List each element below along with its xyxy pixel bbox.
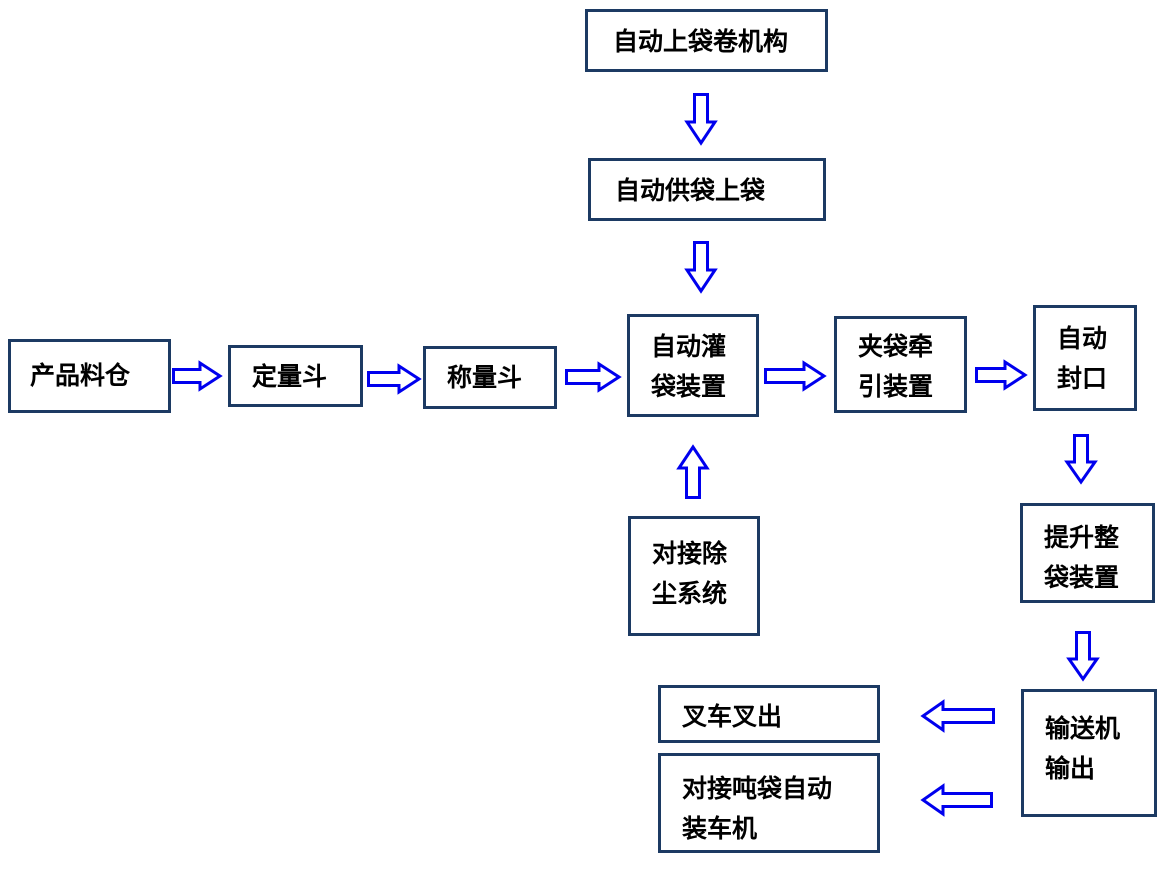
arrow-right-icon — [367, 363, 422, 395]
node-label-line-2: 尘系统 — [652, 579, 728, 608]
node-label-line-1: 提升整 — [1044, 523, 1120, 552]
arrow-left-conveyor-to-loader — [920, 783, 993, 817]
node-label-line-2: 袋装置 — [1044, 563, 1120, 592]
node-dosing-hopper: 定量斗 — [228, 345, 363, 407]
node-label-line-2: 输出 — [1045, 754, 1096, 783]
node-forklift-out: 叉车叉出 — [658, 685, 880, 743]
node-label: 叉车叉出 — [682, 702, 783, 731]
node-label-line-2: 引装置 — [858, 372, 934, 401]
arrow-down-lift-to-conveyor — [1066, 631, 1100, 682]
node-label: 称量斗 — [447, 363, 523, 392]
arrow-down-sealing-to-lift — [1064, 434, 1098, 485]
node-auto-sealing: 自动 封口 — [1033, 305, 1137, 411]
arrow-right-clamp-to-sealing — [975, 359, 1028, 391]
arrow-right-dosing-to-weighing — [367, 363, 422, 395]
arrow-down-icon — [684, 93, 718, 146]
node-label-line-2: 封口 — [1057, 364, 1108, 393]
node-bag-clamp-traction: 夹袋牵 引装置 — [834, 316, 967, 413]
node-label-line-2: 袋装置 — [651, 372, 727, 401]
node-label-line-1: 自动 — [1057, 324, 1108, 353]
node-bag-lift-shaping: 提升整 袋装置 — [1020, 503, 1155, 603]
node-weighing-hopper: 称量斗 — [423, 346, 557, 409]
node-auto-bag-supply: 自动供袋上袋 — [588, 158, 826, 221]
node-ton-bag-loader: 对接吨袋自动 装车机 — [658, 753, 880, 853]
arrow-left-icon — [920, 699, 995, 733]
node-dust-removal: 对接除 尘系统 — [628, 516, 760, 636]
arrow-down-icon — [684, 241, 718, 294]
node-bag-roll-mechanism: 自动上袋卷机构 — [585, 9, 828, 72]
node-label: 产品料仓 — [30, 361, 131, 390]
arrow-right-weighing-to-filling — [565, 361, 622, 393]
node-label: 定量斗 — [252, 362, 328, 391]
arrow-down-icon — [1064, 434, 1098, 485]
arrow-left-conveyor-to-forklift — [920, 699, 995, 733]
node-auto-filling: 自动灌 袋装置 — [627, 314, 759, 417]
node-label: 自动上袋卷机构 — [613, 27, 789, 56]
node-label-line-1: 自动灌 — [651, 332, 727, 361]
arrow-up-icon — [676, 444, 710, 499]
node-label-line-2: 装车机 — [682, 814, 758, 843]
arrow-right-icon — [975, 359, 1028, 391]
node-product-silo: 产品料仓 — [8, 339, 171, 413]
arrow-down-roll-to-supply — [684, 93, 718, 146]
arrow-down-supply-to-filling — [684, 241, 718, 294]
arrow-down-icon — [1066, 631, 1100, 682]
node-label-line-1: 夹袋牵 — [858, 332, 934, 361]
arrow-right-icon — [764, 360, 827, 392]
node-label: 自动供袋上袋 — [615, 176, 766, 205]
arrow-right-silo-to-dosing — [172, 360, 223, 392]
node-label-line-1: 对接除 — [652, 539, 728, 568]
node-label-line-1: 对接吨袋自动 — [682, 774, 833, 803]
arrow-right-icon — [565, 361, 622, 393]
arrow-right-filling-to-clamp — [764, 360, 827, 392]
node-conveyor-output: 输送机 输出 — [1021, 689, 1157, 817]
node-label-line-1: 输送机 — [1045, 714, 1121, 743]
arrow-up-dust-to-filling — [676, 444, 710, 499]
arrow-left-icon — [920, 783, 993, 817]
arrow-right-icon — [172, 360, 223, 392]
